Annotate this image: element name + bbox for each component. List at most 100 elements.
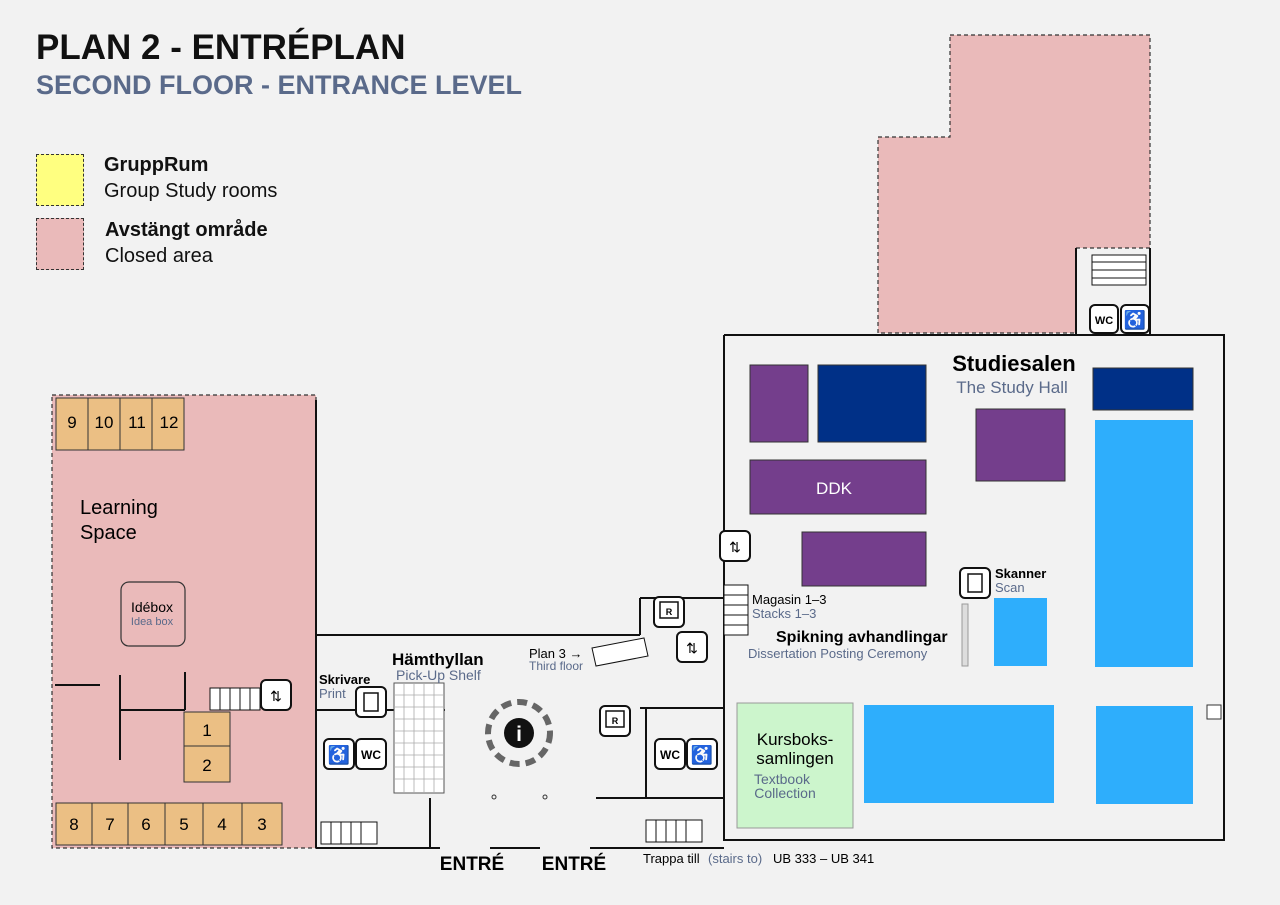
shelf-purple-1	[749, 364, 809, 443]
svg-text:WC: WC	[1095, 315, 1113, 327]
stairs-learning	[209, 687, 261, 711]
textbook-collection[interactable]	[736, 702, 854, 829]
elevator-icon[interactable]: ⇅	[676, 631, 708, 663]
study-hall-label-en: The Study Hall	[956, 378, 1068, 397]
group-room-9[interactable]: 9	[67, 413, 76, 432]
stairs-bottom-1	[320, 821, 378, 845]
pickup-shelf-label-sv: Hämthyllan	[392, 650, 484, 669]
pickup-shelf[interactable]	[393, 682, 445, 794]
svg-text:⇅: ⇅	[686, 640, 698, 656]
accessible-icon[interactable]: ♿	[686, 738, 718, 770]
closed-area-northeast	[877, 34, 1151, 334]
group-rooms-bottom: 8 7 6 5 4 3	[55, 802, 283, 846]
page-title: PLAN 2 - ENTRÉPLAN	[36, 28, 406, 67]
group-room-5[interactable]: 5	[179, 815, 188, 834]
stacks-label-sv: Magasin 1–3	[752, 592, 826, 607]
legend-group-rooms-swatch	[36, 154, 84, 206]
group-room-2[interactable]: 2	[202, 756, 211, 775]
stairs-plan3	[591, 637, 649, 667]
terminal-icon[interactable]: R	[653, 596, 685, 628]
page-subtitle: SECOND FLOOR - ENTRANCE LEVEL	[36, 70, 523, 100]
svg-text:WC: WC	[660, 748, 680, 762]
idea-box-label-en: Idea box	[131, 616, 174, 628]
shelf-purple-4	[975, 408, 1066, 482]
document-icon[interactable]	[959, 567, 991, 599]
group-room-12[interactable]: 12	[160, 413, 179, 432]
study-tables-large	[1095, 420, 1193, 667]
info-icon-letter: i	[516, 723, 522, 746]
wc-icon[interactable]: WC	[1089, 304, 1119, 334]
stairs-magasin	[723, 584, 749, 636]
study-hall-label-sv: Studiesalen	[952, 351, 1075, 376]
textbook-label-sv-2: samlingen	[756, 749, 834, 768]
textbook-label-en-1: Textbook	[754, 771, 811, 787]
study-tables-bottom-right	[1096, 706, 1193, 804]
entrance-label-1: ENTRÉ	[440, 853, 504, 875]
textbook-label-sv-1: Kursboks-	[757, 730, 834, 749]
printer-label-en: Print	[319, 686, 346, 701]
pillar	[542, 794, 548, 800]
entrance-label-2: ENTRÉ	[542, 853, 606, 875]
svg-text:♿: ♿	[1124, 309, 1146, 330]
group-rooms-top: 9 10 11 12	[55, 397, 185, 451]
printer-label-sv: Skrivare	[319, 672, 370, 687]
shelf-ddk	[749, 459, 927, 515]
group-room-3[interactable]: 3	[257, 815, 266, 834]
group-room-10[interactable]: 10	[95, 413, 114, 432]
dissertation-label-sv: Spikning avhandlingar	[776, 629, 948, 646]
stairs-to-label-en: (stairs to)	[708, 851, 762, 866]
terminal-icon[interactable]: R	[599, 705, 631, 737]
document-icon[interactable]	[355, 686, 387, 718]
learning-space-label-2: Space	[80, 522, 137, 544]
pickup-shelf-label-en: Pick-Up Shelf	[396, 667, 481, 683]
learning-space-label-1: Learning	[80, 497, 158, 519]
scanner-label-en: Scan	[995, 580, 1025, 595]
scanner-label-sv: Skanner	[995, 566, 1046, 581]
wc-icon[interactable]: WC	[654, 738, 686, 770]
group-room-1[interactable]: 1	[202, 721, 211, 740]
shelf-navy-2	[1092, 367, 1194, 411]
scanner-table	[994, 598, 1047, 666]
accessible-icon[interactable]: ♿	[1120, 304, 1150, 334]
idea-box[interactable]	[120, 581, 186, 647]
group-room-6[interactable]: 6	[141, 815, 150, 834]
accessible-icon[interactable]: ♿	[323, 738, 355, 770]
pillar	[1206, 704, 1222, 720]
legend-closed-en: Closed area	[105, 245, 213, 267]
wc-icon[interactable]: WC	[355, 738, 387, 770]
legend-closed-swatch	[36, 218, 84, 270]
info-icon[interactable]	[504, 718, 534, 748]
legend-group-rooms-sv: GruppRum	[104, 154, 209, 176]
textbook-label-en-2: Collection	[754, 785, 815, 801]
elevator-icon[interactable]: ⇅	[260, 679, 292, 711]
svg-text:R: R	[666, 607, 673, 617]
svg-text:♿: ♿	[328, 744, 350, 765]
plan3-label-en: Third floor	[529, 659, 583, 673]
svg-text:R: R	[612, 716, 619, 726]
group-room-11[interactable]: 11	[128, 413, 146, 432]
plan3-label-sv: Plan 3 →	[529, 646, 582, 661]
shelf-navy-1	[817, 364, 927, 443]
pillar	[491, 794, 497, 800]
group-rooms-middle: 1 2	[183, 711, 231, 783]
ddk-label: DDK	[816, 479, 853, 498]
stacks-label-en: Stacks 1–3	[752, 606, 816, 621]
svg-text:WC: WC	[361, 748, 381, 762]
elevator-icon[interactable]: ⇅	[719, 530, 751, 562]
dissertation-label-en: Dissertation Posting Ceremony	[748, 646, 928, 661]
svg-text:⇅: ⇅	[270, 688, 282, 704]
study-tables-bottom	[864, 705, 1054, 803]
group-room-8[interactable]: 8	[69, 815, 78, 834]
legend-group-rooms-en: Group Study rooms	[104, 180, 278, 202]
group-room-7[interactable]: 7	[105, 815, 114, 834]
idea-box-label-sv: Idébox	[131, 599, 173, 615]
svg-text:⇅: ⇅	[729, 539, 741, 555]
shelf-purple-3	[801, 531, 927, 587]
group-room-4[interactable]: 4	[217, 815, 226, 834]
stairs-to-rooms: UB 333 – UB 341	[773, 851, 874, 866]
legend-closed-sv: Avstängt område	[105, 219, 268, 241]
dissertation-board	[961, 603, 969, 667]
stairs-to-label-sv: Trappa till	[643, 851, 700, 866]
svg-text:♿: ♿	[691, 744, 713, 765]
